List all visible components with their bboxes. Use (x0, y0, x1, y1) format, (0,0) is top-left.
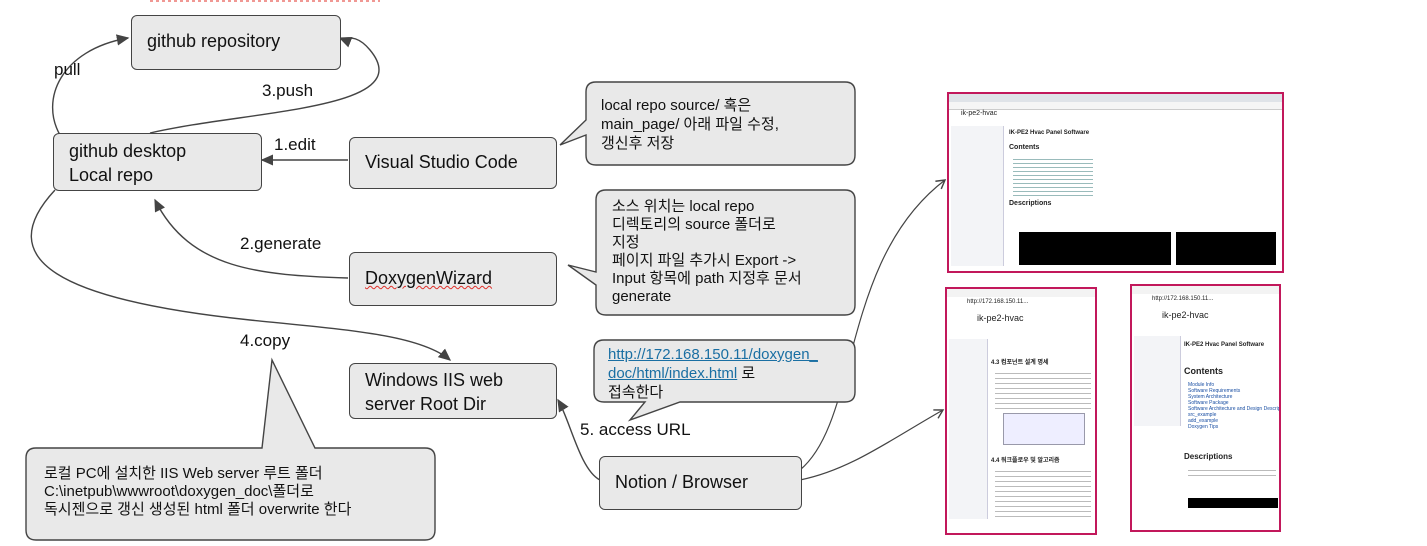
mobile2-contents-item[interactable]: Doxygen Tips (1188, 424, 1219, 430)
github-repository-node: github repository (131, 15, 341, 70)
copy-arrow (30, 189, 452, 361)
browser-to-desktop-arrow (799, 179, 947, 471)
mobile2-contents-item[interactable]: Software Architecture and Design Descrip… (1188, 406, 1281, 412)
github-repository-label: github repository (147, 31, 281, 51)
vscode-callout-text: local repo source/ 혹은 main_page/ 아래 파일 수… (601, 96, 851, 153)
doxygen-url-link-cont[interactable]: doc/html/index.html (608, 365, 738, 382)
mobile2-doc-title: ik-pe2-hvac (1162, 310, 1209, 320)
mobile1-diagram (1003, 413, 1085, 445)
desktop-video-2 (1176, 232, 1276, 265)
mobile2-video (1188, 498, 1278, 508)
doxygenwizard-node: DoxygenWizard (349, 252, 557, 306)
iis-node: Windows IIS web server Root Dir (349, 363, 557, 419)
mobile2-url: http://172.168.150.11... (1152, 296, 1214, 302)
vscode-node: Visual Studio Code (349, 137, 557, 189)
doxygen-note-line: Input 항목에 path 지정후 문서 (612, 270, 802, 287)
desktop-browser-screenshot: ik-pe2-hvac IK-PE2 Hvac Panel Software C… (947, 92, 1284, 273)
copy-label: 4.copy (240, 331, 291, 350)
doxygen-note-line: 소스 위치는 local repo (612, 198, 755, 215)
iis-label-line1: Windows IIS web (365, 370, 504, 390)
mobile2-contents-heading: Contents (1184, 366, 1223, 376)
desktop-sidebar (951, 126, 1004, 266)
iis-callout-text: 로컬 PC에 설치한 IIS Web server 루트 폴더 C:\inetp… (44, 465, 434, 519)
desktop-contents-list (1013, 156, 1093, 196)
access-url-label: 5. access URL (580, 420, 691, 439)
desktop-doc-heading: IK-PE2 Hvac Panel Software (1009, 130, 1090, 136)
mobile2-contents-list: Module Info Software Requirements System… (1188, 382, 1281, 430)
generate-arrow (154, 198, 349, 279)
mobile2-contents-item[interactable]: src_example (1188, 412, 1217, 418)
doxygenwizard-label: DoxygenWizard (365, 268, 493, 288)
mobile2-contents-item[interactable]: System Architecture (1188, 394, 1233, 400)
mobile1-sidebar (949, 339, 988, 519)
push-label: 3.push (262, 81, 314, 100)
doxygen-note-line: 지정 (612, 234, 640, 251)
doxygen-callout-text: 소스 위치는 local repo 디렉토리의 source 폴더로 지정 페이… (612, 198, 852, 306)
notion-browser-node: Notion / Browser (599, 456, 802, 510)
vscode-note-line: local repo source/ 혹은 (601, 97, 752, 114)
mobile2-descriptions-heading: Descriptions (1184, 452, 1233, 461)
mobile2-sidebar (1134, 336, 1181, 426)
desktop-video-1 (1019, 232, 1171, 265)
url-note-line: 접속한다 (608, 384, 664, 401)
doxygen-callout-shape (567, 189, 856, 316)
iis-callout-shape (25, 357, 436, 541)
iis-note-line: C:\inetpub\wwwroot\doxygen_doc\폴더로 (44, 483, 314, 500)
iis-note-line: 독시젠으로 갱신 생성된 html 폴더 overwrite 한다 (44, 501, 352, 518)
desktop-contents-heading: Contents (1009, 144, 1040, 151)
desktop-doc-title: ik-pe2-hvac (961, 110, 998, 117)
desktop-descriptions-heading: Descriptions (1009, 200, 1052, 207)
mobile1-url: http://172.168.150.11... (967, 299, 1029, 305)
generate-label: 2.generate (240, 234, 322, 253)
mobile2-contents-item[interactable]: Software Requirements (1188, 388, 1241, 394)
iis-label-line2: server Root Dir (365, 394, 487, 414)
mobile2-text-block (1188, 466, 1276, 478)
push-arrow (149, 36, 380, 134)
github-desktop-node: github desktop Local repo (53, 133, 262, 191)
mobile1-doc-title: ik-pe2-hvac (977, 313, 1024, 323)
mobile1-statusbar (947, 289, 1095, 297)
github-desktop-label: github desktop (69, 141, 187, 161)
vscode-note-line: 갱신후 저장 (601, 135, 675, 152)
mobile2-statusbar (1132, 286, 1279, 294)
url-callout-shape (593, 339, 856, 422)
browser-addressbar (949, 102, 1282, 110)
browser-tabbar (949, 94, 1282, 102)
vscode-callout-shape (559, 81, 856, 166)
mobile2-contents-item[interactable]: Software Package (1188, 400, 1229, 406)
mobile2-contents-item[interactable]: add_example (1188, 418, 1219, 424)
mobile1-section-1: 4.3 컴포넌트 설계 명세 (991, 360, 1049, 366)
notion-browser-label: Notion / Browser (615, 472, 749, 492)
mobile-screenshot-2: http://172.168.150.11... ik-pe2-hvac IK-… (1130, 284, 1281, 532)
mobile1-text-block (995, 369, 1091, 409)
browser-to-mobile-arrow (799, 409, 945, 481)
mobile1-section-2: 4.4 워크플로우 및 알고리즘 (991, 458, 1060, 464)
doxygen-note-line: 페이지 파일 추가시 Export -> (612, 252, 797, 269)
mobile2-contents-item[interactable]: Module Info (1188, 382, 1215, 388)
doxygen-note-line: 디렉토리의 source 폴더로 (612, 216, 776, 233)
edit-label: 1.edit (274, 135, 316, 154)
doxygen-url-link[interactable]: http://172.168.150.11/doxygen_ (608, 346, 818, 363)
pull-label: pull (54, 60, 81, 79)
url-callout-text: http://172.168.150.11/doxygen_ doc/html/… (608, 345, 853, 402)
iis-note-line: 로컬 PC에 설치한 IIS Web server 루트 폴더 (44, 465, 323, 482)
mobile-screenshot-1: http://172.168.150.11... ik-pe2-hvac 4.3… (945, 287, 1097, 535)
vscode-label: Visual Studio Code (365, 152, 518, 172)
pull-arrow (51, 34, 130, 136)
mobile2-doc-heading: IK-PE2 Hvac Panel Software (1184, 342, 1265, 348)
doxygen-note-line: generate (612, 288, 672, 305)
vscode-note-line: main_page/ 아래 파일 수정, (601, 116, 779, 133)
url-suffix: 로 (737, 365, 756, 382)
access-arrow (557, 398, 601, 481)
mobile1-text-block-2 (995, 467, 1091, 517)
local-repo-label: Local repo (69, 165, 154, 185)
